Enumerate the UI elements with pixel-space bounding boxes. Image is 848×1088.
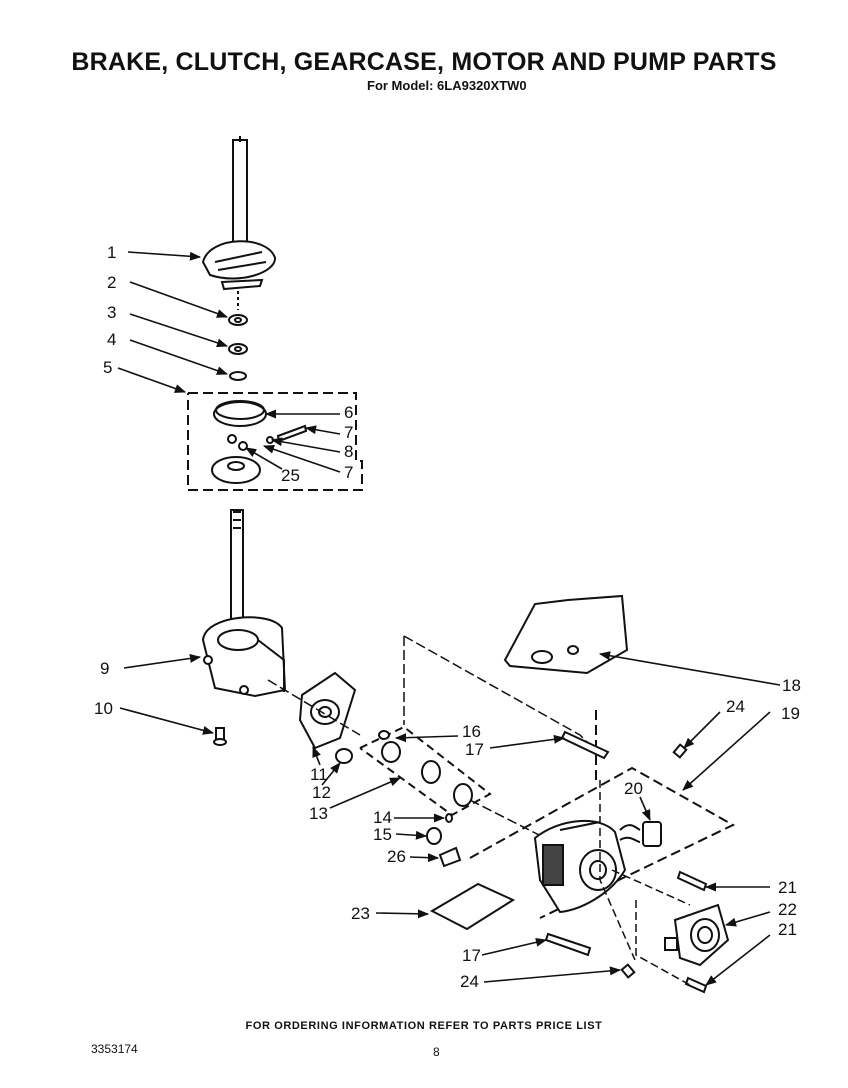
motor-leads [599,780,691,986]
callout-17-lower: 17 [462,946,481,965]
shield-23 [429,882,516,931]
model-line: For Model: 6LA9320XTW0 [367,78,527,93]
callout-26: 26 [387,847,406,866]
callout-9: 9 [100,659,109,678]
motor [533,820,627,914]
document-number: 3353174 [91,1042,138,1056]
callout-24-lower: 24 [460,972,479,991]
hex-nut-12 [335,748,353,764]
leader-arrows [117,251,781,986]
coupling-parts [378,730,473,807]
gasket-18 [503,594,629,675]
callout-23: 23 [351,904,370,923]
callout-7-upper: 7 [344,423,353,442]
small-parts-14-15-26 [426,813,462,868]
screws-24 [620,743,688,979]
callout-6: 6 [344,403,353,422]
bracket-17 [544,730,610,957]
callout-25: 25 [281,466,300,485]
pump-22 [664,903,730,967]
alignment-line [267,635,601,839]
ordering-note: FOR ORDERING INFORMATION REFER TO PARTS … [245,1020,603,1032]
callout-16: 16 [462,722,481,741]
brake-assembly-box [187,392,363,491]
callout-11: 11 [310,765,328,784]
callout-8: 8 [344,442,353,461]
callout-15: 15 [373,825,392,844]
motor-box [469,710,736,919]
brake-parts [211,400,308,484]
washers-2-3-4 [228,314,248,381]
callout-17-upper: 17 [465,740,484,759]
clamps-21 [676,870,708,994]
callout-7-lower: 7 [344,463,353,482]
cam-part-1 [201,240,277,291]
callout-22: 22 [778,900,797,919]
screw-10 [213,727,227,746]
callout-4: 4 [107,330,116,349]
callout-10: 10 [94,699,113,718]
callout-21-upper: 21 [778,878,797,897]
callout-5: 5 [103,358,112,377]
gearcase [201,509,287,698]
connector-20 [619,821,662,847]
callout-13: 13 [309,804,328,823]
page-number: 8 [433,1045,440,1059]
callout-3: 3 [107,303,116,322]
callout-labels: 1 2 3 4 5 6 7 8 7 25 9 10 11 12 13 14 15… [94,243,801,991]
callout-19: 19 [781,704,800,723]
callout-12: 12 [312,783,331,802]
callout-20: 20 [624,779,643,798]
callout-14: 14 [373,808,392,827]
mounting-plate-11 [298,671,357,750]
upper-shaft [232,136,248,310]
page-title: BRAKE, CLUTCH, GEARCASE, MOTOR AND PUMP … [71,48,777,76]
callout-18: 18 [782,676,801,695]
callout-2: 2 [107,273,116,292]
callout-24-upper: 24 [726,697,745,716]
callout-21-lower: 21 [778,920,797,939]
callout-1: 1 [107,243,116,262]
